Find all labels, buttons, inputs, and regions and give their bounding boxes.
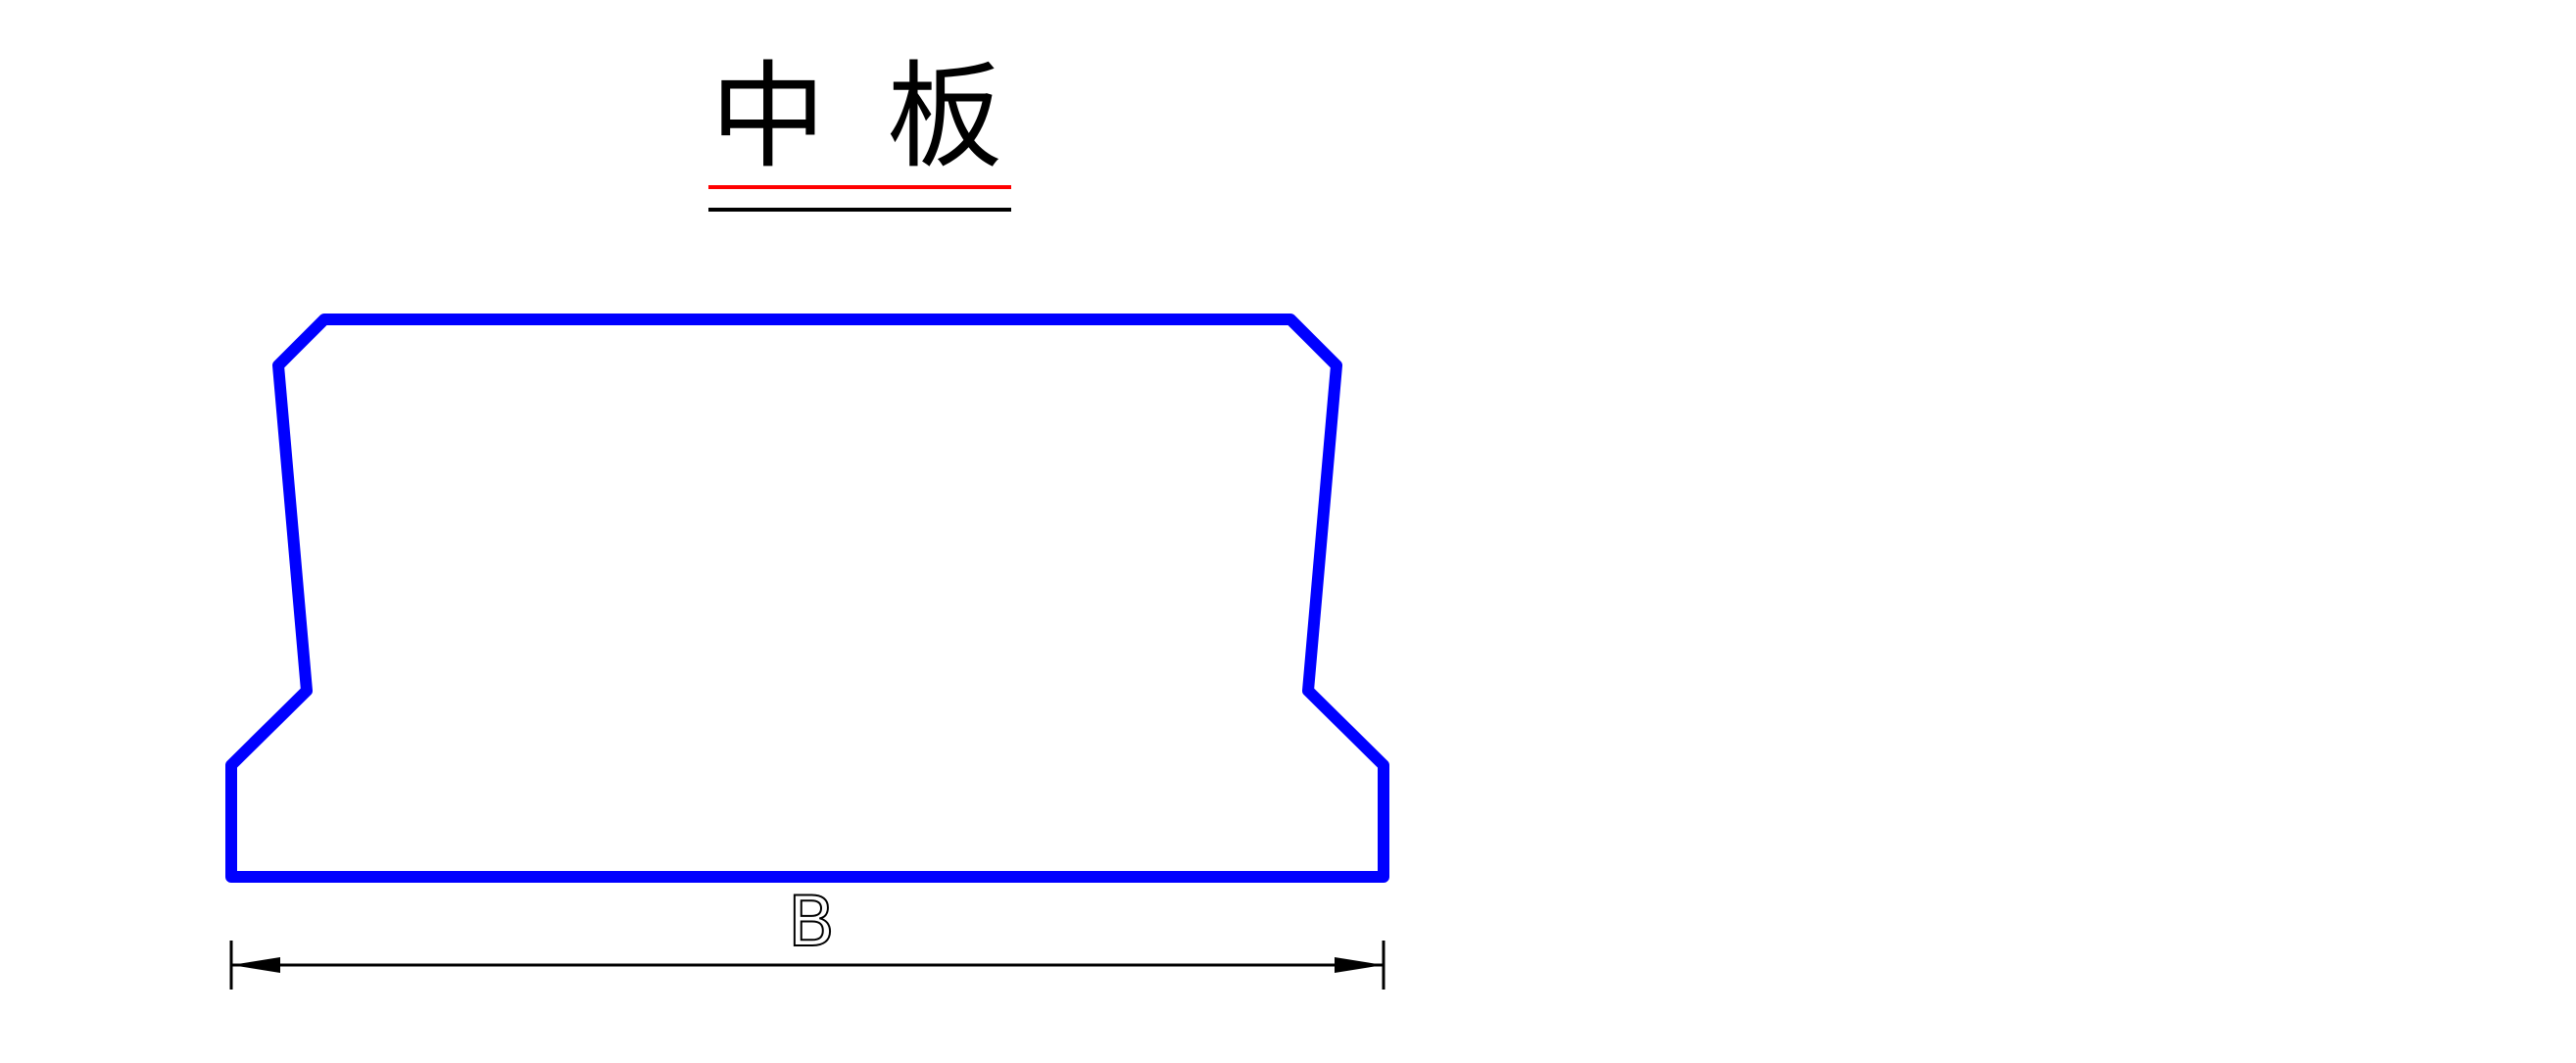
title-char-1: 中: [710, 49, 826, 184]
dimension-arrow-left: [231, 957, 280, 973]
title-group: 中 板: [708, 49, 1011, 212]
dimension-arrow-right: [1335, 957, 1384, 973]
slab-section-outline: [225, 314, 1389, 883]
dimension-b: B: [229, 881, 1385, 990]
title-char-2: 板: [887, 49, 1002, 184]
dimension-label: B: [788, 882, 835, 962]
